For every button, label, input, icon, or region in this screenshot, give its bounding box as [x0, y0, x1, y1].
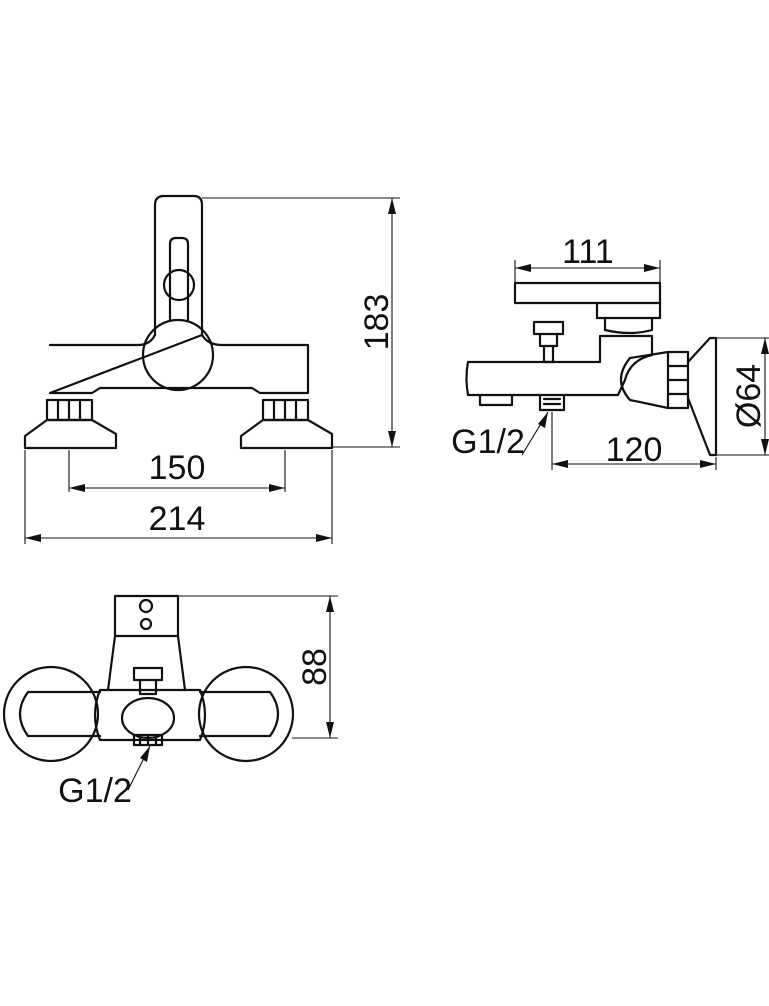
dim-top-depth-label: 88 — [296, 648, 334, 686]
side-eccentric — [619, 350, 670, 410]
side-lever — [513, 281, 662, 305]
front-right-rosette — [239, 418, 334, 450]
dim-side-projection-label: 120 — [606, 431, 663, 469]
front-cartridge — [141, 318, 215, 392]
dim-top-depth — [178, 595, 338, 739]
front-right-nut — [261, 398, 310, 422]
dim-inlet-spacing — [68, 450, 286, 492]
top-diverter — [132, 666, 164, 696]
top-bottom-thread — [132, 733, 164, 747]
side-rosette — [686, 336, 718, 457]
front-left-rosette — [23, 418, 118, 450]
side-view: 111 Ø64 120 G1/2 — [451, 233, 769, 470]
front-left-nut — [45, 398, 94, 422]
top-right-rosette — [197, 665, 295, 763]
side-diverter — [532, 320, 565, 364]
side-thread-label: G1/2 — [451, 423, 525, 461]
top-left-rosette — [2, 665, 100, 763]
dim-side-projection — [551, 412, 717, 470]
top-left-arm — [18, 690, 102, 738]
side-lever-neck — [595, 301, 662, 335]
front-body — [48, 333, 310, 395]
top-right-arm — [198, 690, 280, 738]
top-lever-hole-2 — [139, 617, 153, 631]
dim-inlet-spacing-label: 150 — [149, 449, 206, 487]
top-diverter-knob — [120, 696, 176, 740]
dim-side-depth — [514, 260, 661, 283]
dim-front-height — [202, 197, 400, 448]
front-view: 183 150 214 — [23, 194, 400, 544]
side-nut — [666, 350, 690, 410]
top-body — [93, 688, 207, 742]
top-thread-leader — [127, 745, 151, 791]
dim-overall-width-label: 214 — [149, 500, 206, 538]
dim-overall-width — [24, 450, 333, 544]
dim-rosette-diameter-label: Ø64 — [730, 364, 768, 428]
top-neck — [106, 634, 187, 692]
side-thread-leader — [521, 411, 549, 456]
top-view: 88 G1/2 — [2, 594, 338, 810]
top-lever-hole-1 — [138, 598, 154, 614]
side-bottom-thread — [538, 393, 566, 412]
top-thread-label: G1/2 — [58, 772, 132, 810]
side-spout-tip — [478, 393, 514, 407]
dim-side-depth-label: 111 — [562, 233, 614, 271]
dim-front-height-label: 183 — [358, 294, 396, 351]
dim-rosette-diameter — [716, 337, 769, 456]
front-lever-pin — [162, 268, 196, 302]
front-lever-slot — [168, 236, 190, 322]
front-lever-handle — [153, 194, 204, 337]
